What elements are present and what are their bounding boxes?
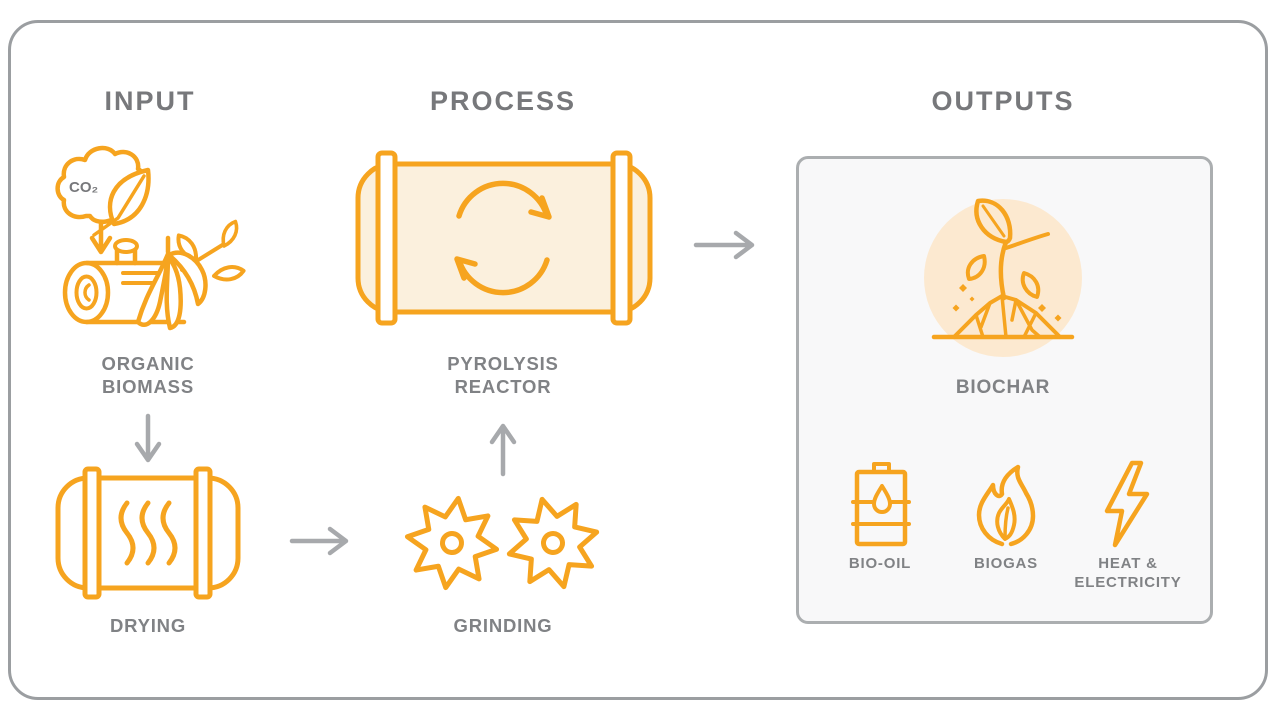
arrow-right-gray-icon: [289, 526, 349, 556]
biochar-label: BIOCHAR: [955, 377, 1051, 398]
arrow-up-gray-icon: [489, 423, 517, 477]
bio-oil-label: BIO-OIL: [848, 555, 912, 572]
pyrolysis-reactor-icon: [355, 150, 653, 326]
heat-electricity-label: HEAT & ELECTRICITY: [1074, 555, 1182, 591]
drying-drum-icon: [55, 466, 241, 600]
arrow-down-gray-icon: [134, 413, 162, 463]
arrow-right-gray-icon: [693, 230, 755, 260]
process-column-header: PROCESS: [429, 86, 577, 116]
biogas-label: BIOGAS: [974, 555, 1038, 572]
sparkle-icons: [952, 284, 1062, 322]
lightning-bolt-icon: [1104, 460, 1150, 548]
organic-biomass-icon: [62, 219, 246, 331]
oil-barrel-icon: [851, 462, 911, 547]
input-column-header: INPUT: [104, 86, 196, 116]
grinding-label: GRINDING: [453, 615, 553, 636]
biochar-sprout-icon: [924, 198, 1082, 357]
grinding-gears-icon: [404, 495, 600, 591]
organic-biomass-label: ORGANIC BIOMASS: [101, 353, 195, 397]
arrow-down-orange-icon: [89, 219, 113, 255]
drying-label: DRYING: [109, 615, 187, 636]
pyrolysis-reactor-label: PYROLYSIS REACTOR: [447, 353, 559, 397]
co2-label: CO₂: [69, 179, 98, 196]
flame-icon: [976, 464, 1036, 547]
outputs-column-header: OUTPUTS: [931, 86, 1075, 116]
